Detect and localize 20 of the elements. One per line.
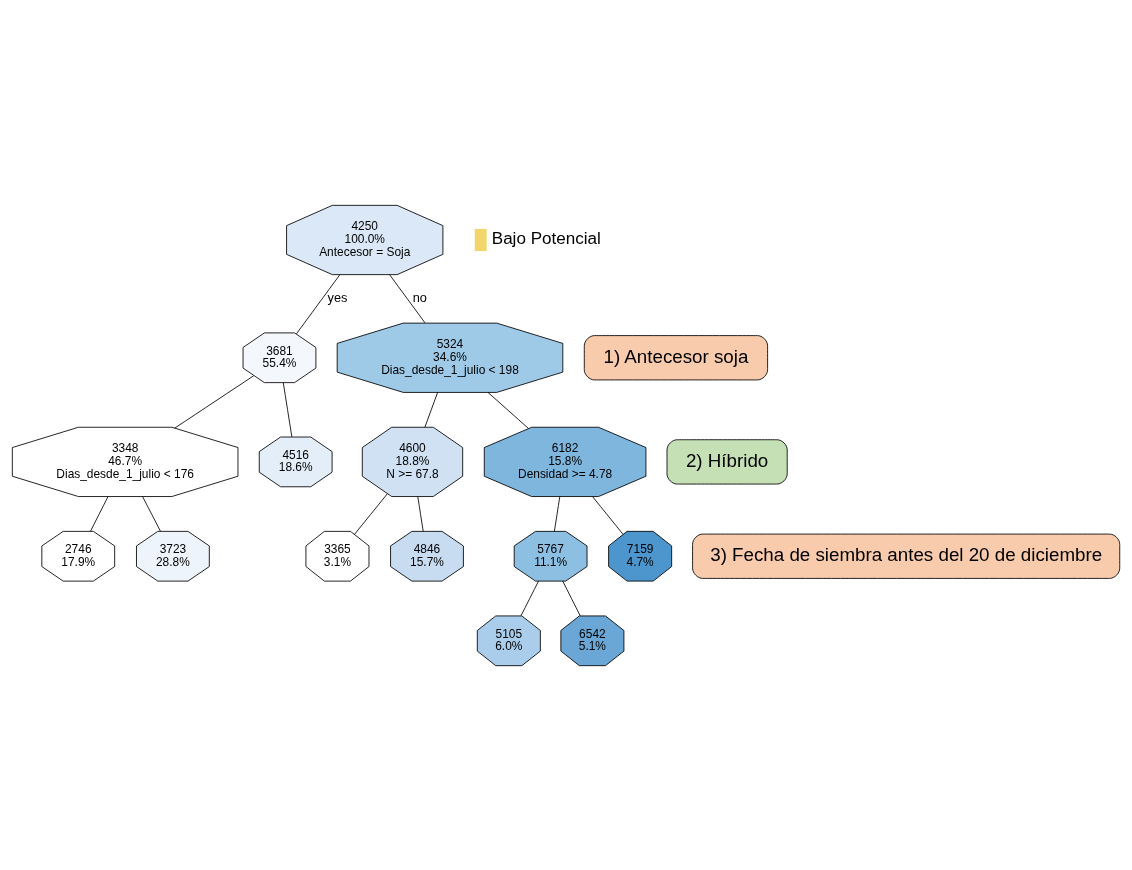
node-box: 3) Fecha de siembra antes del 20 de diciembre	[692, 533, 1121, 579]
edge-label: no	[412, 289, 427, 305]
connector	[520, 580, 539, 616]
connector	[562, 580, 581, 616]
connector	[592, 495, 624, 535]
edge-label: yes	[327, 289, 348, 305]
connector	[296, 273, 341, 334]
connector	[282, 381, 293, 437]
connector	[90, 495, 109, 532]
connector	[417, 495, 424, 532]
connector	[553, 495, 561, 532]
connector	[174, 374, 255, 428]
connector	[142, 495, 161, 532]
node-box: 1) Antecesor soja	[583, 334, 769, 380]
connector	[487, 391, 529, 429]
node-box: 2) Híbrido	[666, 438, 788, 484]
legend-label: Bajo Potencial	[491, 228, 601, 248]
connector	[354, 492, 388, 535]
connector	[424, 391, 439, 428]
connector	[389, 273, 426, 323]
